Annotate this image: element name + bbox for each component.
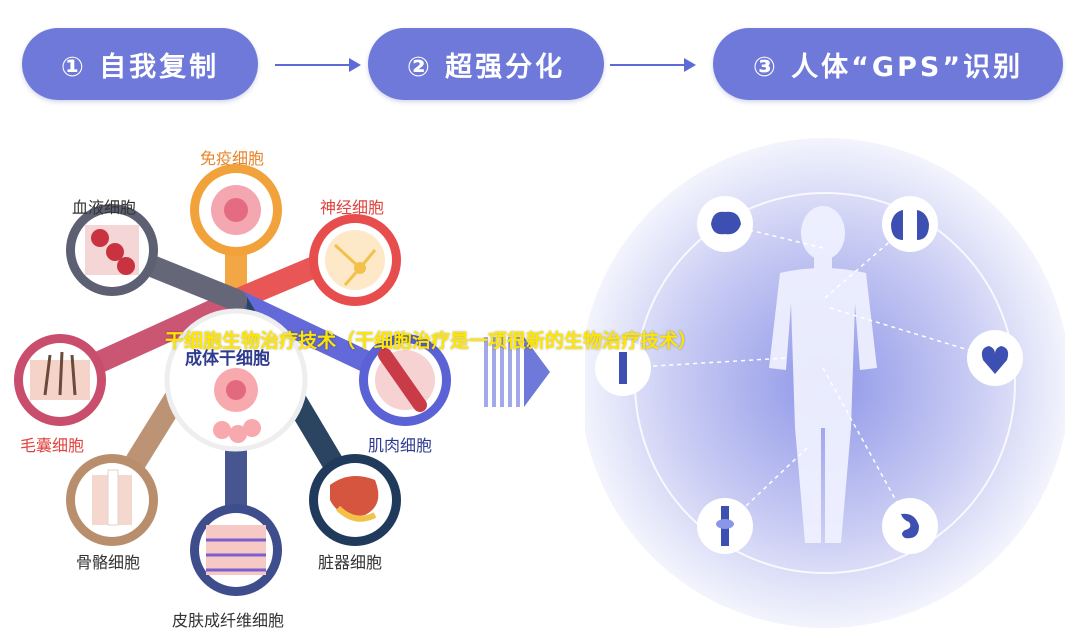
- step-differentiation: ② 超强分化: [368, 28, 604, 100]
- step-label: ① 自我复制: [60, 51, 220, 83]
- label-hair-follicle: 毛囊细胞: [20, 436, 85, 455]
- bone-cell-node: [66, 454, 158, 546]
- transition-arrow: [484, 337, 550, 407]
- label-muscle-cell: 肌肉细胞: [368, 436, 433, 455]
- stomach-icon: [882, 498, 938, 554]
- lungs-icon: [882, 196, 938, 252]
- skin-fibroblast-node: [190, 504, 282, 596]
- immune-cell-node: [190, 164, 282, 256]
- muscle-cell-node: [359, 334, 451, 426]
- step-gps-recognition: ③ 人体“GPS”识别: [713, 28, 1063, 100]
- stem-cell-illustration: [164, 308, 308, 452]
- step-arrow: [275, 58, 361, 72]
- step-self-replication: ① 自我复制: [22, 28, 258, 100]
- bone-icon: [595, 340, 651, 396]
- blood-cell-node: [66, 204, 158, 296]
- step-arrow: [610, 58, 696, 72]
- overlay-caption: 干细胞生物治疗技术（干细胞治疗是一项很新的生物治疗技术）: [165, 330, 698, 352]
- heart-icon: [967, 330, 1023, 386]
- label-immune-cell: 免疫细胞: [200, 149, 265, 168]
- center-stem-cell-label: 成体干细胞: [185, 349, 270, 369]
- joint-icon: [697, 498, 753, 554]
- label-organ-cell: 脏器细胞: [318, 553, 383, 572]
- label-skin-fibroblast: 皮肤成纤维细胞: [172, 611, 285, 630]
- hair-follicle-node: [14, 334, 106, 426]
- organ-cell-node: [309, 454, 401, 546]
- step-label: ② 超强分化: [406, 51, 566, 83]
- step-label: ③ 人体“GPS”识别: [752, 51, 1024, 83]
- cell-differentiation-diagram: [14, 164, 451, 596]
- label-blood-cell: 血液细胞: [72, 198, 137, 217]
- brain-icon: [697, 196, 753, 252]
- label-nerve-cell: 神经细胞: [320, 198, 385, 217]
- human-silhouette: [769, 206, 877, 543]
- human-body-diagram: [585, 138, 1065, 628]
- nerve-cell-node: [309, 214, 401, 306]
- label-bone-cell: 骨骼细胞: [76, 553, 141, 572]
